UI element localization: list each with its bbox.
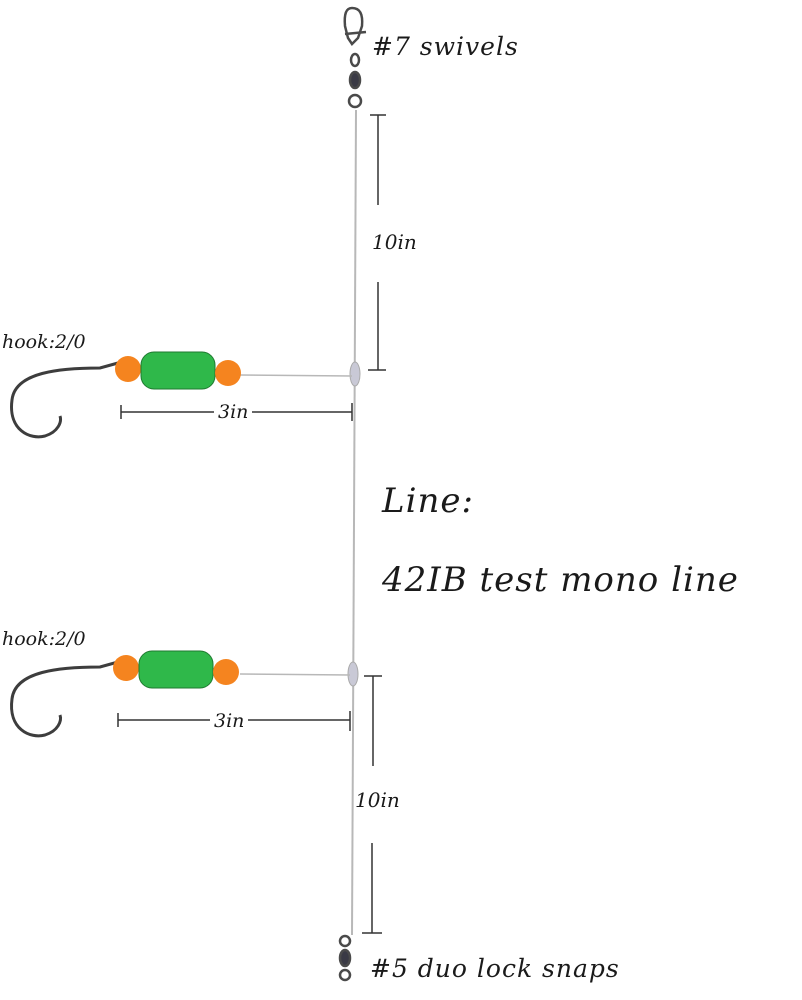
hook-2-label: hook:2/0: [2, 628, 86, 650]
line-spec-label: 42IB test mono line: [382, 560, 739, 600]
lower-length-dimension: [362, 675, 382, 934]
hook-1-label: hook:2/0: [2, 331, 86, 353]
bead-orange-icon: [213, 659, 239, 685]
top-swivel-label: #7 swivels: [372, 32, 519, 61]
dropper-2: [10, 650, 351, 738]
line-title-label: Line:: [382, 481, 474, 521]
float-green-icon: [138, 650, 214, 689]
knot-2: [347, 661, 359, 687]
hook-2-icon: [10, 660, 119, 738]
bead-orange-icon: [215, 360, 241, 386]
float-green-icon: [140, 351, 216, 390]
upper-length-label: 10in: [372, 230, 417, 254]
dropper-1-length-label: 3in: [214, 403, 253, 422]
bottom-swivel-icon: [338, 934, 352, 982]
hook-1-icon: [10, 361, 119, 439]
bead-orange-icon: [113, 655, 139, 681]
dropper-2-length-label: 3in: [210, 712, 249, 731]
top-swivel-snap-icon: [343, 6, 367, 109]
bottom-snap-label: #5 duo lock snaps: [370, 954, 620, 983]
main-line: [351, 109, 357, 936]
lower-length-label: 10in: [355, 788, 400, 812]
knot-1: [349, 361, 361, 387]
upper-length-dimension: [368, 114, 386, 371]
dropper-1: [10, 351, 353, 439]
bead-orange-icon: [115, 356, 141, 382]
